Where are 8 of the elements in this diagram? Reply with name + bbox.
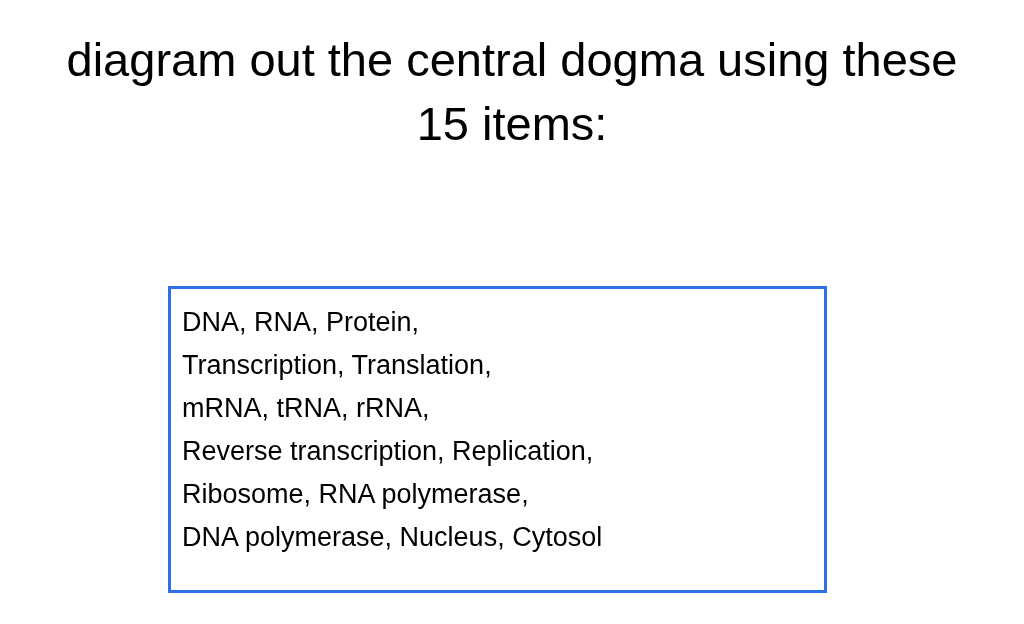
item-list-line: DNA, RNA, Protein,: [182, 306, 421, 339]
item-list-line: Transcription, Translation,: [182, 349, 493, 382]
item-list-line: DNA polymerase, Nucleus, Cytosol: [182, 521, 604, 554]
title: diagram out the central dogma using these 15 items:: [65, 32, 959, 152]
item-list-line: Reverse transcription, Replication,: [182, 435, 595, 468]
item-list-line: Ribosome, RNA polymerase,: [182, 478, 530, 511]
text-box: [168, 286, 827, 593]
item-list-line: mRNA, tRNA, rRNA,: [182, 392, 431, 425]
